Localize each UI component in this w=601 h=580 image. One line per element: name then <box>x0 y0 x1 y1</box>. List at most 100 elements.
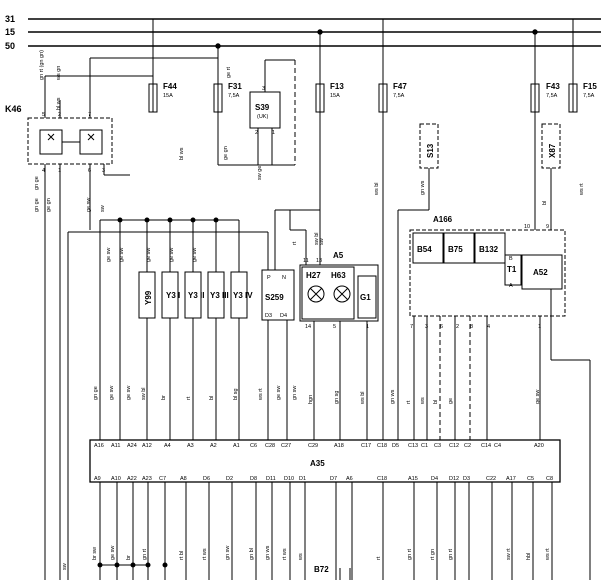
fuse-f44-rating: 15A <box>163 93 173 99</box>
h63-label: H63 <box>331 271 346 280</box>
wire-color-lower: ge sw <box>276 386 282 400</box>
a35-pin-a20: A20 <box>534 443 544 449</box>
a5-pin-5: 5 <box>333 324 336 330</box>
b75-label: B75 <box>448 245 463 254</box>
wire-color-upper: ge sw <box>146 248 152 262</box>
wire-color-upper: gn ws <box>420 180 426 195</box>
module-a5: A5 H27 H63 G1 11 13 14 5 1 <box>274 112 384 440</box>
a35-pin-c18: C18 <box>377 443 387 449</box>
a166-pin-6: 6 <box>440 324 443 330</box>
s259-pin-d3: D3 <box>265 313 272 319</box>
wire-color-lower: bl <box>433 400 439 404</box>
wire-color-bottom: gn rt <box>142 549 148 560</box>
power-bus: 31 15 50 <box>5 14 601 51</box>
a35-pin-d12: D12 <box>449 476 459 482</box>
wire-color-upper: ge sw <box>106 248 112 262</box>
wire-color-upper: bl ws <box>179 147 185 160</box>
s259-pin-n: N <box>282 275 286 281</box>
wire-color-bottom: rt bl <box>179 551 185 560</box>
wire-color-lower: ws rt <box>258 388 264 401</box>
a5-label: A5 <box>333 251 344 260</box>
wire-color-upper: bl ws <box>56 97 62 110</box>
a35-pin-a3: A3 <box>187 443 194 449</box>
b72-label: B72 <box>314 565 329 574</box>
valve-y3-3: Y3 III <box>207 220 229 440</box>
a35-pin-a17: A17 <box>506 476 516 482</box>
h27-label: H27 <box>306 271 321 280</box>
a35-pin-c28: C28 <box>265 443 275 449</box>
wire-color-bottom: gn rt <box>448 549 454 560</box>
a35-pin-d8: D8 <box>250 476 257 482</box>
a166-pin-4: 4 <box>487 324 490 330</box>
wire-color-lower: bl sg <box>233 388 239 400</box>
a35-label: A35 <box>310 459 325 468</box>
s39-pin-2: 2 <box>255 130 258 136</box>
fuse-f47-rating: 7,5A <box>393 93 405 99</box>
wire-color-upper: ws bl <box>374 182 380 196</box>
k46-pin-4: 4 <box>42 168 45 174</box>
switch-s259: S259 P N D3 D4 <box>261 232 295 440</box>
a35-pin-c14: C14 <box>481 443 491 449</box>
wire-color-lower: ws bl <box>360 391 366 405</box>
a35-pin-c29: C29 <box>308 443 318 449</box>
wire-color-bottom: ws <box>298 553 304 561</box>
a35-pin-d10: D10 <box>284 476 294 482</box>
a35-pin-d2: D2 <box>226 476 233 482</box>
a35-pin-c5: C5 <box>527 476 534 482</box>
t1-pin-b: B <box>509 256 513 262</box>
a35-pin-a10: A10 <box>111 476 121 482</box>
a35-pin-c12: C12 <box>449 443 459 449</box>
fuse-f13-rating: 15A <box>330 93 340 99</box>
wire-color-upper: sw <box>100 205 106 212</box>
fuse-f15: F15 7,5A <box>568 19 597 113</box>
wire-color-bottom: ws rt <box>545 548 551 561</box>
switch-s39: S39 (UK) 3 2 1 <box>217 59 296 166</box>
wire-color-lower: sw bl <box>141 387 147 400</box>
module-a35: A35 <box>89 439 561 483</box>
wire-color-bottom: rt gn <box>430 549 436 560</box>
fuse-f31-rating: 7,5A <box>228 93 240 99</box>
y99-label: Y99 <box>144 290 153 305</box>
a35-pin-c22: C22 <box>486 476 496 482</box>
a35-pin-a6: A6 <box>346 476 353 482</box>
wire-color-upper: bl <box>542 201 548 205</box>
wire-color-lower: ge sw <box>126 386 132 400</box>
switch-s13: S13 <box>398 123 439 211</box>
wire-color-lower: br <box>161 395 167 400</box>
wire-color-bottom: rt ws <box>282 548 288 560</box>
wire-color-bottom: br <box>126 555 132 560</box>
a35-pin-c17: C17 <box>361 443 371 449</box>
a35-pin-c13: C13 <box>408 443 418 449</box>
a35-pin-c18: C18 <box>377 476 387 482</box>
wire-color-upper: gn ge <box>34 176 40 190</box>
wire-color-bottom: ge sw <box>110 546 116 560</box>
a35-pin-c6: C6 <box>250 443 257 449</box>
t1-pin-a: A <box>509 283 513 289</box>
a166-pin-7: 7 <box>410 324 413 330</box>
wire-color-lower: bl <box>209 396 215 400</box>
a35-pin-d3: D3 <box>463 476 470 482</box>
fuse-f43: F43 7,5A <box>530 32 560 113</box>
s39-pin-1: 1 <box>272 130 275 136</box>
valve-feed <box>67 217 268 580</box>
a35-pin-c27: C27 <box>281 443 291 449</box>
bus-label-15: 15 <box>5 27 15 37</box>
fuse-f31: F31 7,5A <box>213 46 242 113</box>
wire-color-upper: ge sw <box>169 248 175 262</box>
y3-1-label: Y3 I <box>166 291 180 300</box>
wire-color-upper: ge gn <box>46 198 52 212</box>
a35-pin-c4: C4 <box>494 443 501 449</box>
wire-color-lower: ge <box>448 398 454 404</box>
wire-color-bottom: gn sw <box>225 546 231 560</box>
wire-color-upper: ge gn <box>223 146 229 160</box>
s259-pin-p: P <box>267 275 271 281</box>
junction-dot <box>162 562 168 568</box>
a35-pin-c7: C7 <box>159 476 166 482</box>
valve-y3-4: Y3 IV <box>230 220 253 440</box>
module-a166: A166 B54 B75 B132 T1 A52 10 9 B A 7 3 6 … <box>397 112 591 580</box>
a35-pin-a15: A15 <box>408 476 418 482</box>
wire-color-lower: ws <box>420 397 426 405</box>
y3-3-label: Y3 III <box>210 291 229 300</box>
x87-label: X87 <box>548 143 557 158</box>
